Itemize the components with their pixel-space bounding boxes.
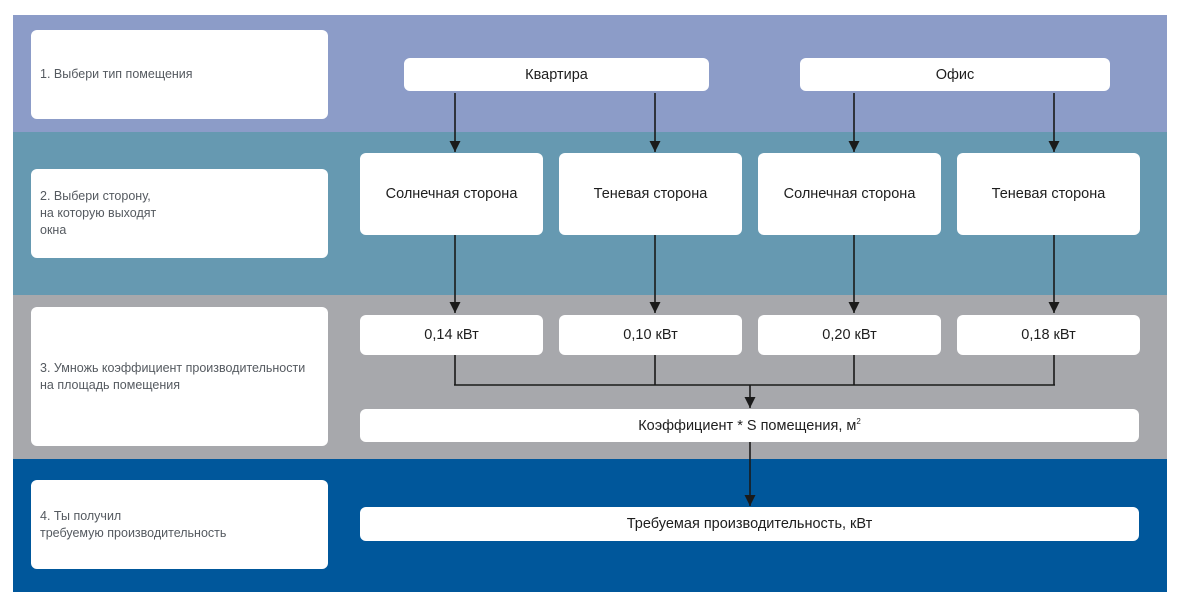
side-ofis-sunny: Солнечная сторона bbox=[758, 153, 941, 235]
side-ofis-shade: Теневая сторона bbox=[957, 153, 1140, 235]
connector-lines bbox=[449, 93, 1060, 506]
room-type-ofis: Офис bbox=[800, 58, 1110, 91]
step-2-label: 2. Выбери сторону, на которую выходят ок… bbox=[31, 169, 328, 258]
formula-text: Коэффициент * S помещения, м bbox=[638, 418, 857, 434]
side-kvartira-shade: Теневая сторона bbox=[559, 153, 742, 235]
flowchart: 1. Выбери тип помещения 2. Выбери сторон… bbox=[13, 15, 1167, 592]
formula-box: Коэффициент * S помещения, м2 bbox=[360, 409, 1139, 442]
room-type-kvartira: Квартира bbox=[404, 58, 709, 91]
coefficient-1: 0,14 кВт bbox=[360, 315, 543, 355]
coefficient-2: 0,10 кВт bbox=[559, 315, 742, 355]
formula-superscript: 2 bbox=[856, 417, 861, 426]
coefficient-3: 0,20 кВт bbox=[758, 315, 941, 355]
step-3-label: 3. Умножь коэффициент производительности… bbox=[31, 307, 328, 446]
side-kvartira-sunny: Солнечная сторона bbox=[360, 153, 543, 235]
coefficient-4: 0,18 кВт bbox=[957, 315, 1140, 355]
step-4-label: 4. Ты получил требуемую производительнос… bbox=[31, 480, 328, 569]
step-1-label: 1. Выбери тип помещения bbox=[31, 30, 328, 119]
result-box: Требуемая производительность, кВт bbox=[360, 507, 1139, 541]
